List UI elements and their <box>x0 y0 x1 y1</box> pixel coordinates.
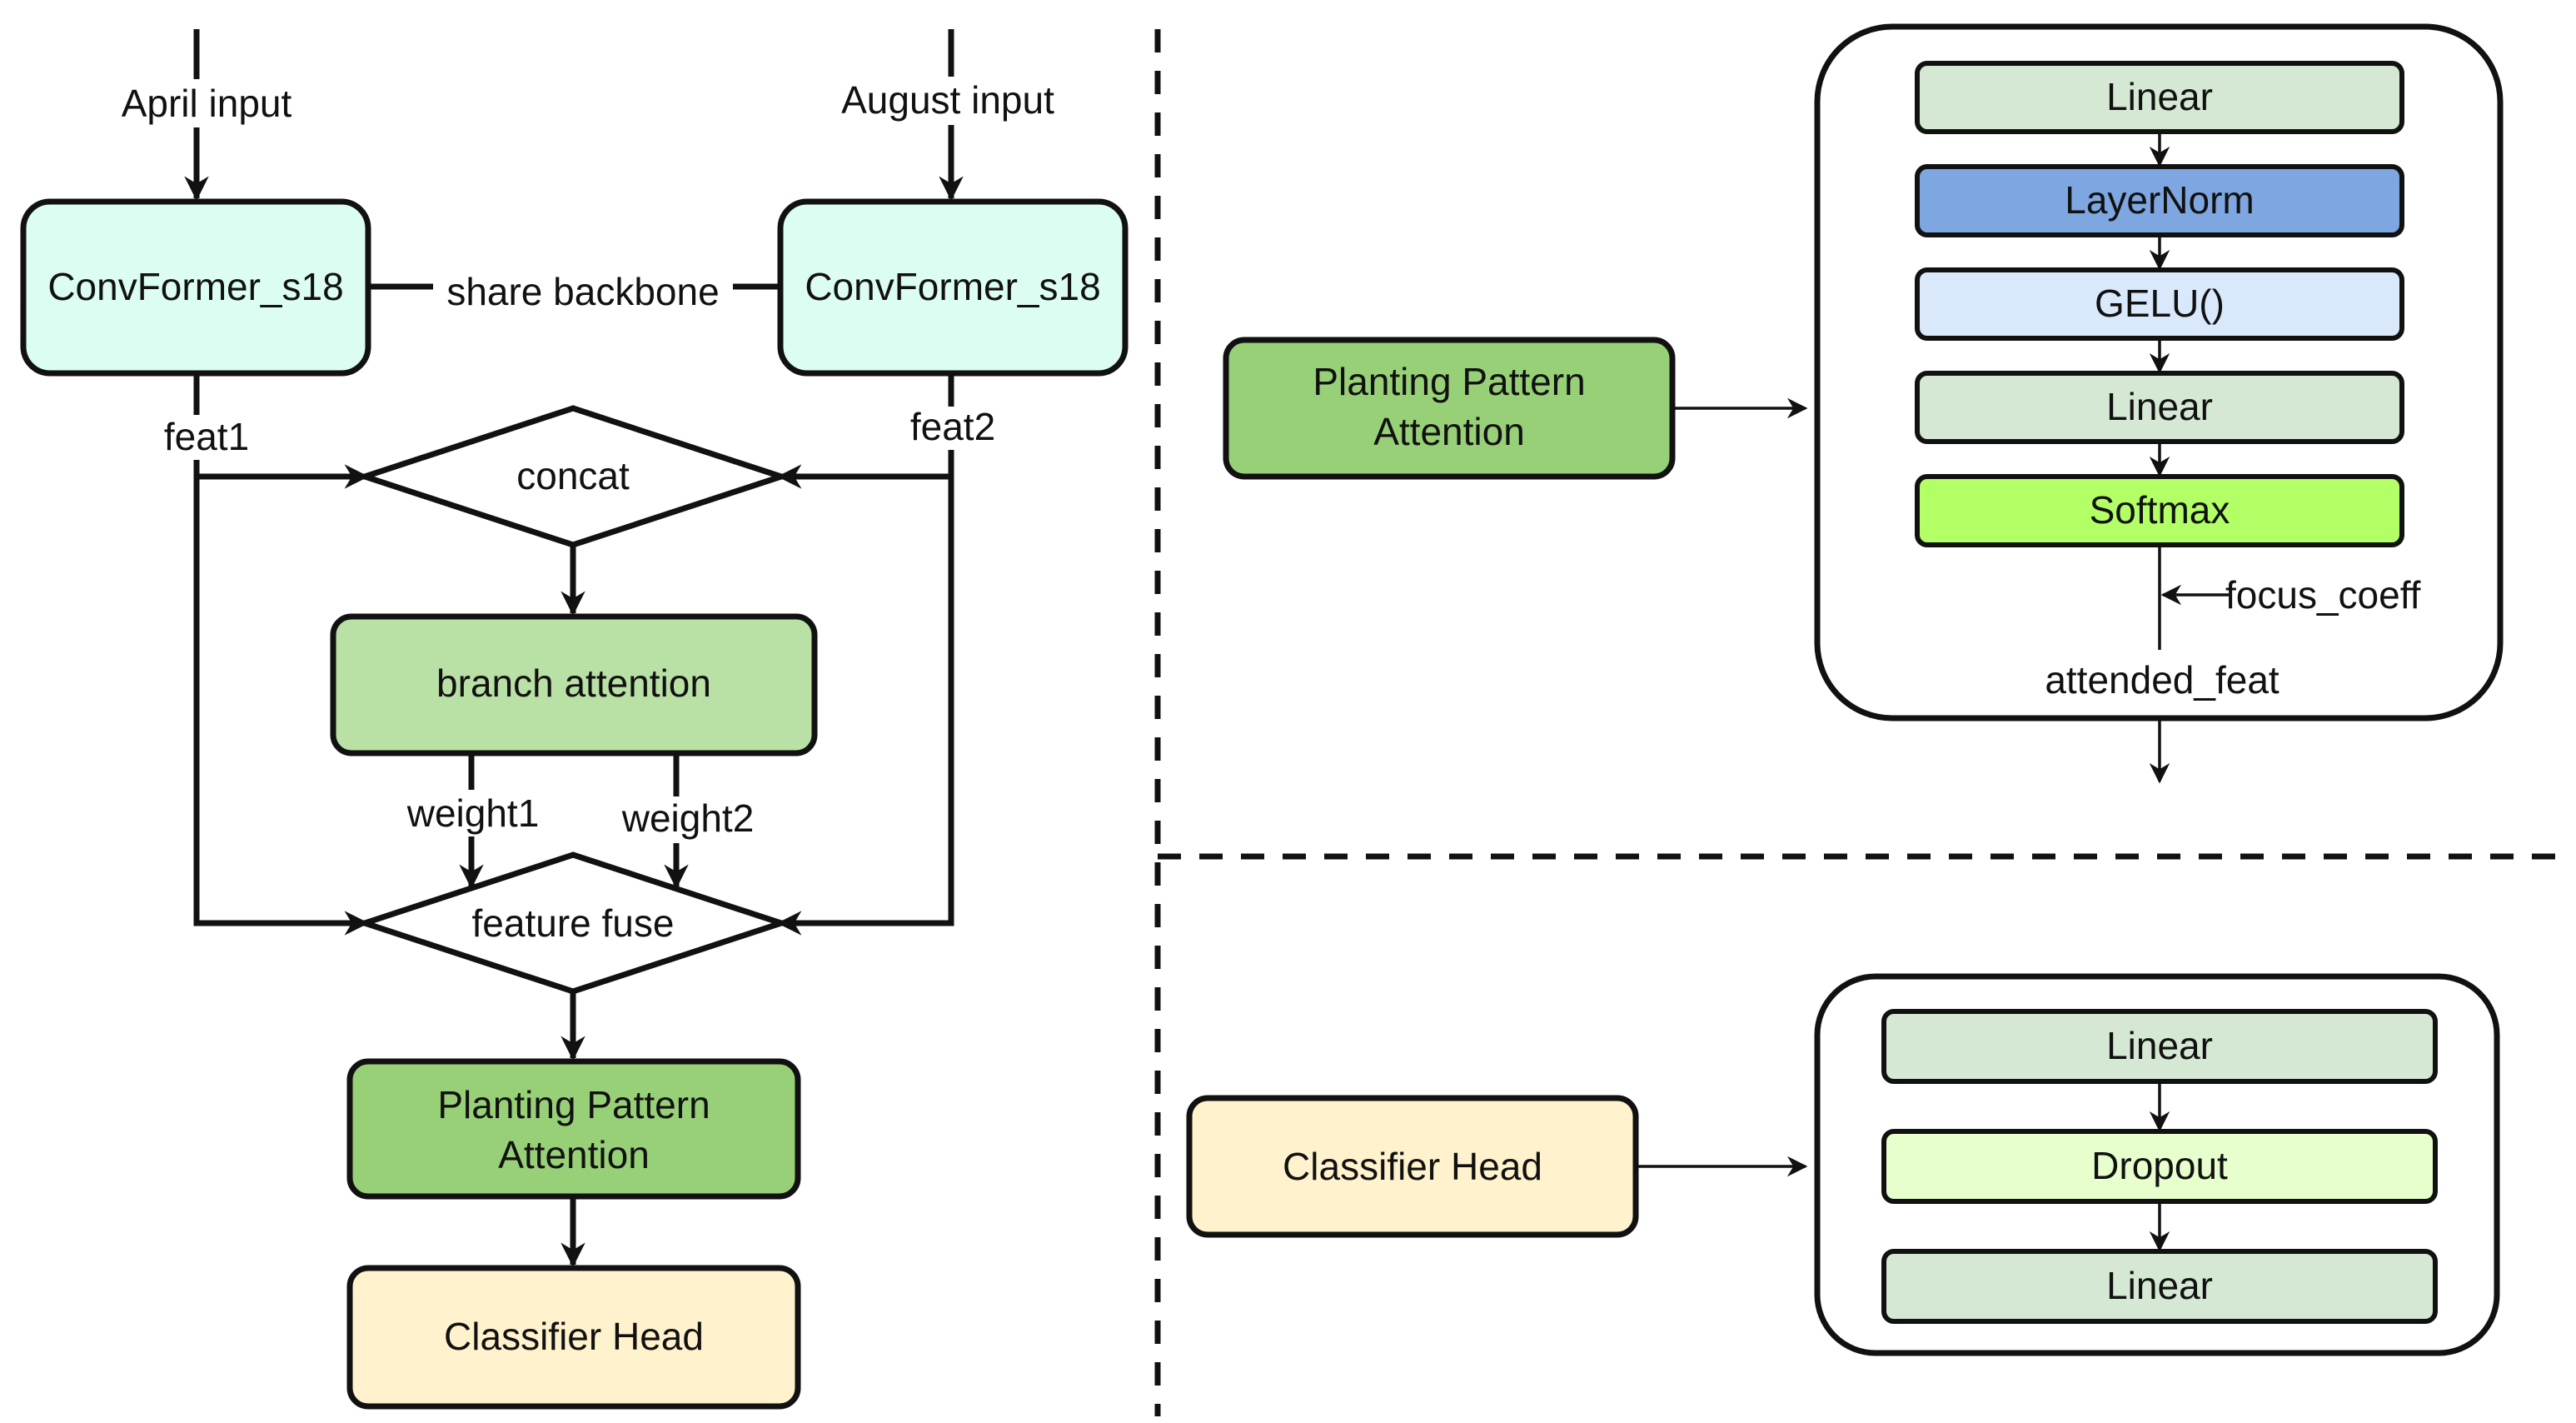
classifier-dropout: Dropout <box>1881 1129 2438 1204</box>
classifier-linear-2: Linear <box>1881 1249 2438 1324</box>
classifier-dropout-label: Dropout <box>2091 1144 2228 1187</box>
april-input-label: April input <box>122 82 292 125</box>
feat2-label: feat2 <box>910 405 995 448</box>
planting-pattern-right-line2: Attention <box>1373 410 1525 453</box>
planting-pattern-left-line2: Attention <box>498 1133 650 1176</box>
classifier-head-right-label: Classifier Head <box>1283 1145 1542 1188</box>
attended-feat-label: attended_feat <box>2045 658 2280 702</box>
feature-fuse-node: feature fuse <box>355 851 791 995</box>
weight2-label-bg <box>605 796 771 843</box>
planting-pattern-node-right: Planting Pattern Attention <box>1223 337 1676 480</box>
convformer-right-node: ConvFormer_s18 <box>777 198 1129 377</box>
convformer-left-node: ConvFormer_s18 <box>20 198 371 377</box>
feat1-to-concat-arrow <box>193 460 369 489</box>
feature-fuse-label: feature fuse <box>472 901 675 945</box>
attention-linear-2: Linear <box>1915 371 2404 444</box>
attention-linear-2-label: Linear <box>2106 385 2213 428</box>
planting-pattern-right-line1: Planting Pattern <box>1313 360 1585 403</box>
classifier-linear-1: Linear <box>1881 1009 2438 1084</box>
classifier-head-node-right: Classifier Head <box>1186 1095 1639 1238</box>
attention-gelu-label: GELU() <box>2095 282 2225 325</box>
attention-linear-1-label: Linear <box>2106 75 2213 118</box>
classifier-linear-1-label: Linear <box>2106 1024 2213 1067</box>
planting-pattern-left-line1: Planting Pattern <box>437 1083 710 1126</box>
weight2-label: weight2 <box>621 796 755 840</box>
attention-linear-1: Linear <box>1915 61 2404 134</box>
branch-attention-label: branch attention <box>436 662 711 705</box>
august-input-label: August input <box>841 78 1054 122</box>
weight1-label-bg <box>396 790 563 836</box>
focus-coeff-label: focus_coeff <box>2225 573 2421 617</box>
feat2-to-concat-arrow <box>777 450 954 489</box>
feat2-to-fuse-arrow <box>777 477 954 936</box>
concat-node: concat <box>355 405 791 548</box>
attention-softmax: Softmax <box>1915 474 2404 547</box>
share-backbone-label: share backbone <box>446 270 719 313</box>
classifier-linear-2-label: Linear <box>2106 1264 2213 1307</box>
planting-pattern-node-left: Planting Pattern Attention <box>346 1058 801 1200</box>
attention-gelu: GELU() <box>1915 267 2404 341</box>
august-label-bg <box>825 77 1074 125</box>
branch-attention-node: branch attention <box>330 613 818 756</box>
april-label-bg <box>100 79 300 127</box>
feat1-label: feat1 <box>164 415 249 458</box>
share-label-bg <box>433 265 733 313</box>
classifier-head-left-label: Classifier Head <box>444 1315 704 1358</box>
classifier-head-node-left: Classifier Head <box>346 1265 801 1410</box>
concat-label: concat <box>516 454 630 497</box>
attention-layernorm: LayerNorm <box>1915 164 2404 237</box>
feat1-to-fuse-arrow <box>193 477 369 936</box>
attention-softmax-label: Softmax <box>2090 488 2230 532</box>
convformer-right-label: ConvFormer_s18 <box>805 265 1100 308</box>
convformer-left-label: ConvFormer_s18 <box>47 265 343 308</box>
weight1-label: weight1 <box>406 791 540 835</box>
attention-layernorm-label: LayerNorm <box>2065 178 2255 222</box>
